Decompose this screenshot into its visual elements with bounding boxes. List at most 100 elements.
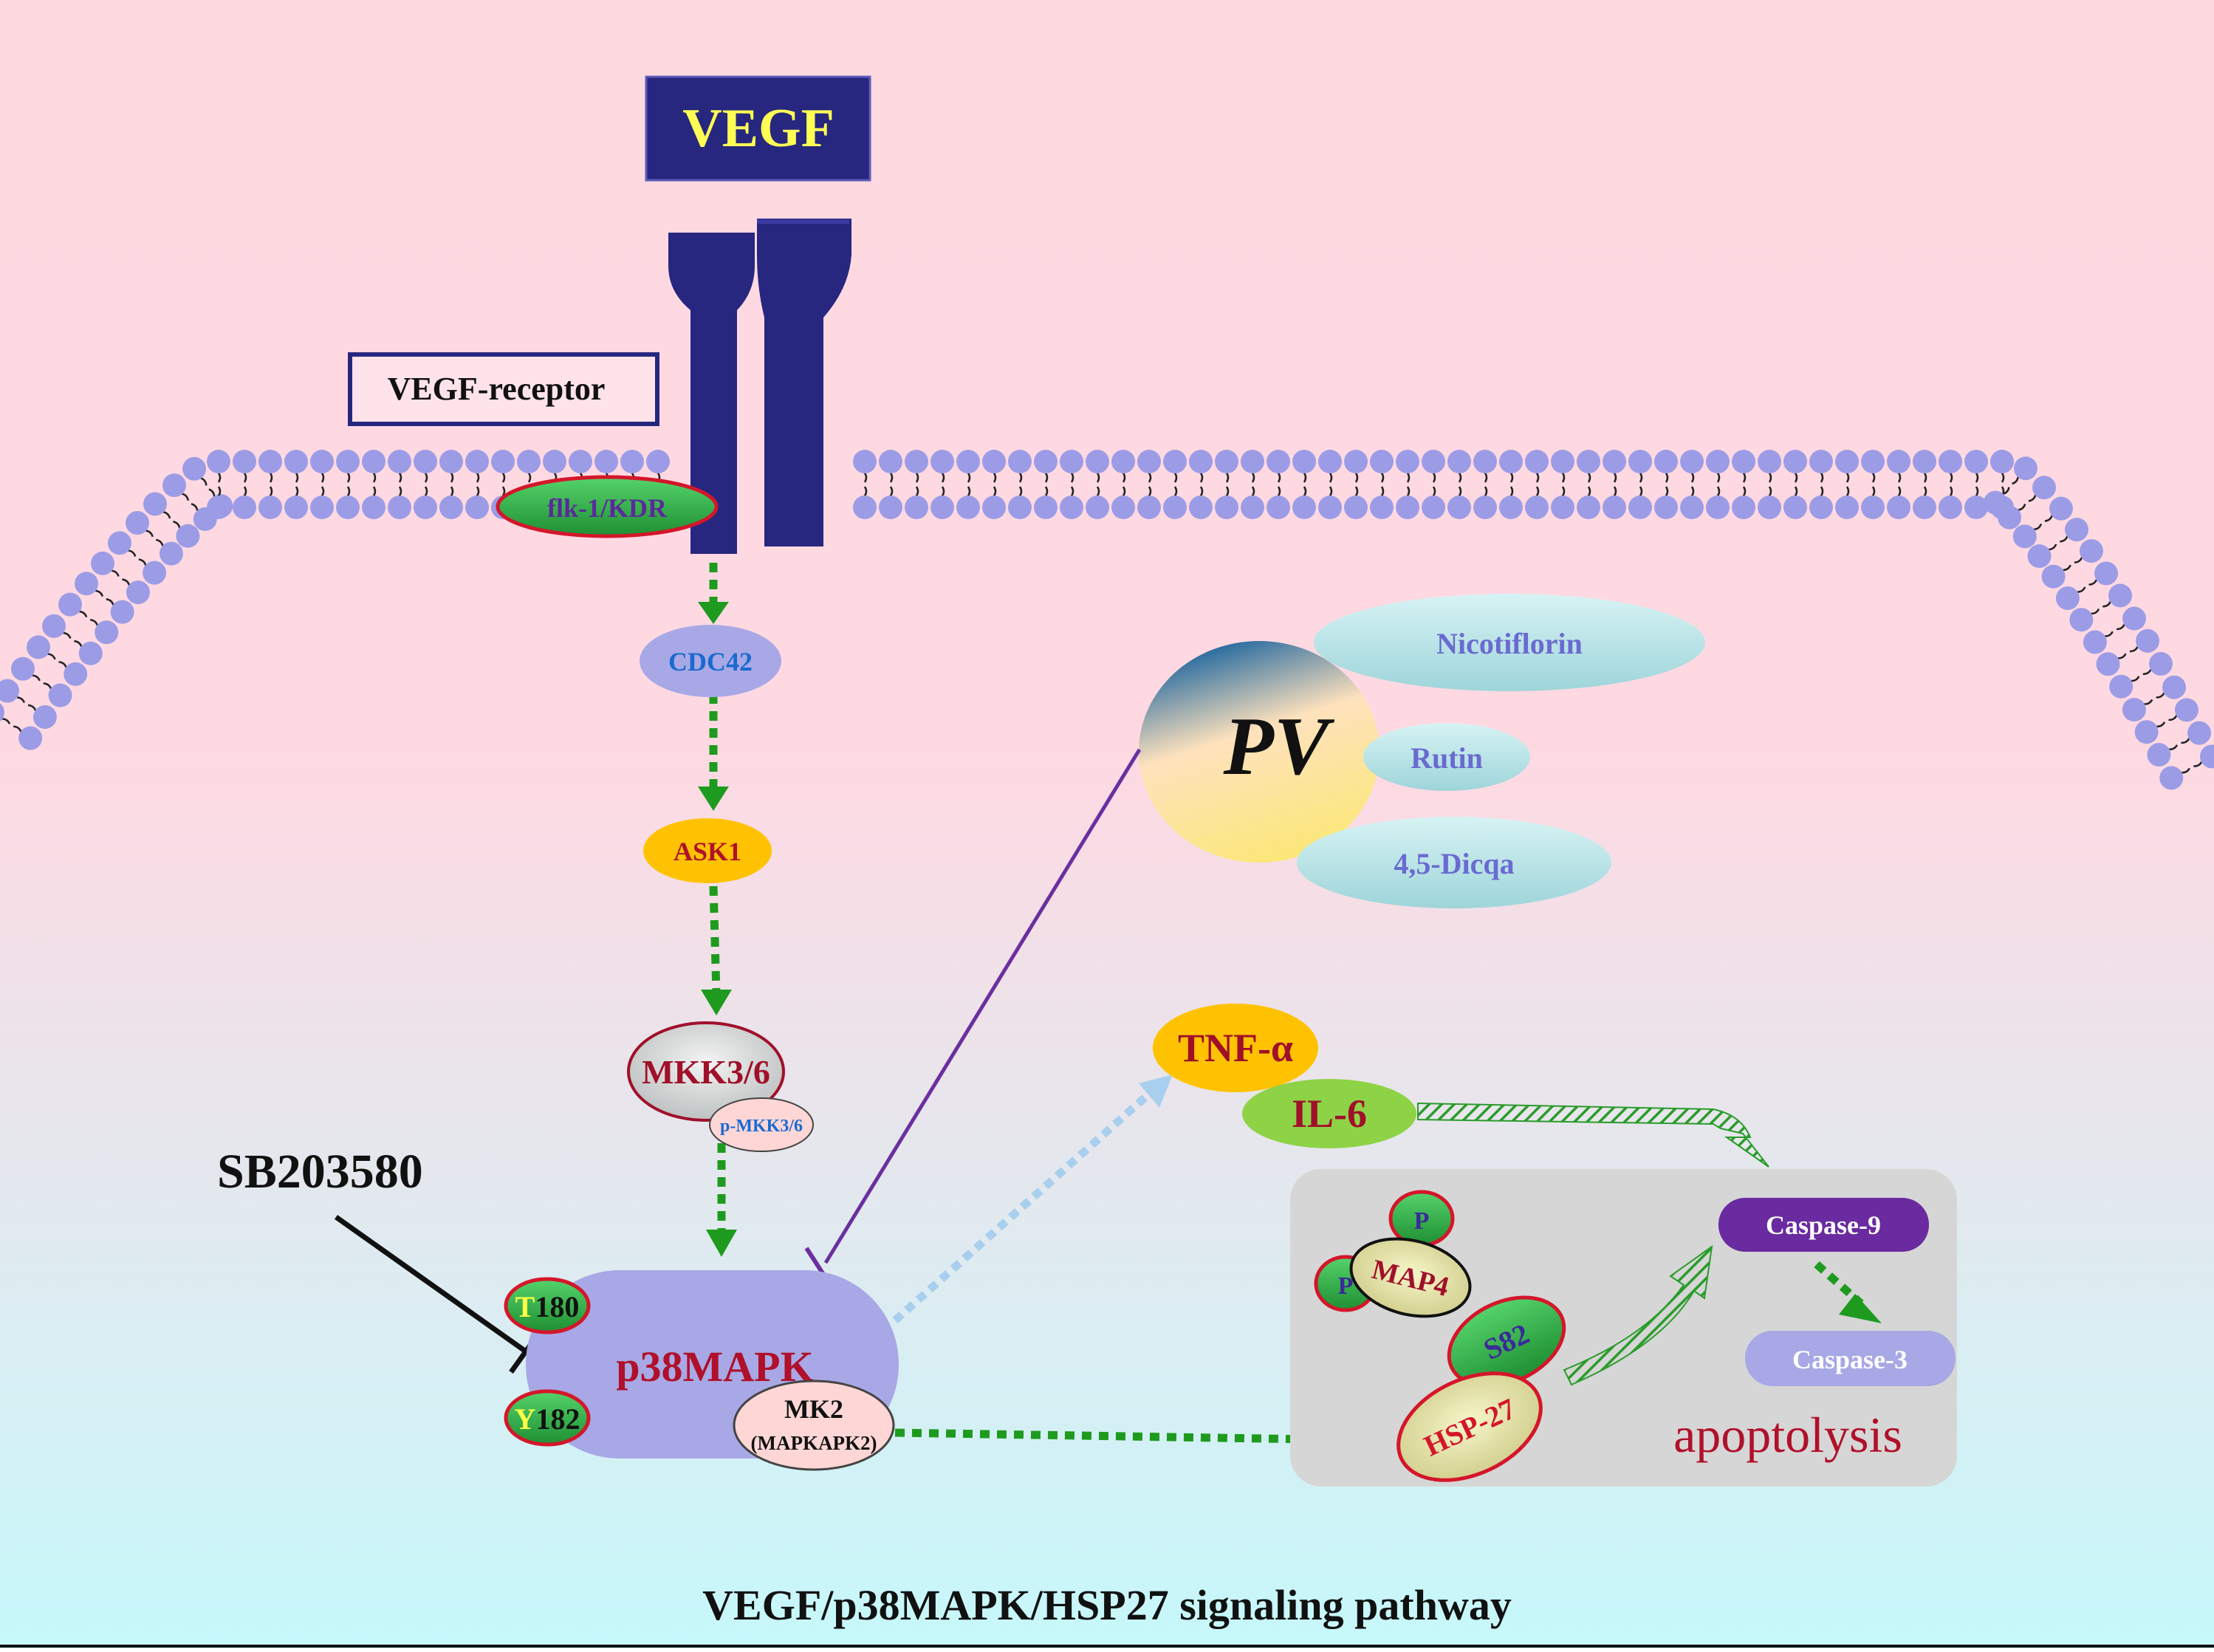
lipid-head: [182, 456, 206, 481]
lipid-head: [362, 450, 385, 473]
vegf-label: VEGF: [682, 98, 834, 159]
lipid-head: [2014, 456, 2038, 481]
ask1-node: ASK1: [643, 818, 772, 883]
lipid-head: [336, 496, 360, 519]
lipid-head: [879, 450, 902, 473]
lipid-head: [162, 473, 186, 498]
lipid-head: [310, 496, 334, 519]
lipid-head: [1189, 496, 1213, 519]
mk2-fullname: (MAPKAPK2): [751, 1432, 877, 1454]
lipid-head: [2122, 697, 2146, 722]
lipid-head: [1939, 496, 1962, 519]
lipid-head: [18, 726, 43, 750]
lipid-head: [1473, 496, 1497, 519]
lipid-head: [1861, 496, 1885, 519]
lipid-head: [491, 450, 515, 473]
lipid-head: [143, 492, 167, 516]
nicotiflorin-node: [1314, 594, 1705, 691]
lipid-head: [853, 496, 877, 519]
lipid-head: [0, 703, 4, 722]
cascade-arrowheads: [698, 602, 737, 1257]
lipid-head: [2094, 561, 2118, 586]
lipid-head: [1913, 496, 1936, 519]
mk2-node: MK2 (MAPKAPK2): [733, 1379, 895, 1471]
svg-text:T180: T180: [515, 1290, 580, 1323]
sb203580-inhibitor: SB203580: [217, 1145, 543, 1374]
lipid-head: [1111, 450, 1135, 473]
lipid-head: [2134, 720, 2159, 744]
lipid-head: [42, 614, 66, 638]
cdc42-node: CDC42: [640, 625, 781, 697]
lipid-head: [2065, 518, 2088, 542]
nicotiflorin-label: Nicotiflorin: [1436, 627, 1583, 660]
p38mapk-label: p38MAPK: [616, 1343, 813, 1391]
phospho-p-top-label: P: [1414, 1207, 1430, 1235]
lipid-head: [1680, 450, 1704, 473]
lipid-head: [1525, 450, 1549, 473]
rutin-label: Rutin: [1411, 741, 1483, 775]
lipid-head: [32, 705, 57, 729]
lipid-head: [11, 657, 35, 681]
caspase9-node: Caspase-9: [1718, 1198, 1929, 1252]
lipid-head: [905, 450, 928, 473]
lipid-head: [1983, 490, 2007, 515]
lipid-head: [1990, 450, 2014, 473]
lipid-head: [1008, 450, 1032, 473]
lipid-head: [2109, 674, 2134, 699]
lipid-head: [75, 572, 98, 596]
lipid-head: [143, 561, 167, 585]
lipid-head: [439, 450, 463, 473]
lipid-head: [1137, 450, 1161, 473]
lipid-head: [931, 450, 954, 473]
vegf-receptor-label-box: VEGF-receptor: [348, 352, 659, 426]
lipid-head: [58, 592, 82, 617]
lipid-head: [569, 450, 592, 473]
lipid-head: [1318, 450, 1342, 473]
t180-site: T180: [504, 1277, 591, 1334]
lipid-head: [2159, 766, 2184, 790]
caspase9-label: Caspase-9: [1766, 1210, 1881, 1240]
figure-caption: VEGF/p38MAPK/HSP27 signaling pathway: [702, 1581, 1512, 1629]
lipid-head: [95, 620, 119, 645]
lipid-head: [91, 551, 114, 575]
lipid-head: [1706, 450, 1730, 473]
lipid-head: [1628, 450, 1652, 473]
tnf-alpha-label: TNF-α: [1178, 1026, 1293, 1070]
hsp27-to-caspase9-arrow: [1563, 1244, 1713, 1386]
lipid-head: [1034, 496, 1058, 519]
caspase9-to-caspase3-arrow: [1814, 1261, 1882, 1323]
lipid-head: [159, 541, 183, 566]
lipid-head: [1964, 450, 1988, 473]
lipid-head: [2055, 586, 2080, 611]
lipid-head: [2122, 606, 2146, 631]
vegf-ligand: VEGF: [645, 75, 871, 182]
lipid-head: [2080, 539, 2103, 563]
lipid-head: [1422, 496, 1445, 519]
lipid-head: [2096, 652, 2120, 676]
il6-node: IL-6: [1242, 1079, 1416, 1148]
lipid-head: [439, 496, 463, 519]
dicqa-label: 4,5-Dicqa: [1394, 847, 1514, 880]
lipid-head: [956, 496, 980, 519]
lipid-head: [233, 496, 256, 519]
flk1-kdr-label: flk-1/KDR: [547, 493, 668, 523]
lipid-head: [1111, 496, 1135, 519]
lipid-head: [414, 450, 437, 473]
lipid-head: [310, 450, 334, 473]
t180-number: 180: [535, 1290, 579, 1323]
lipid-head: [1086, 450, 1109, 473]
lipid-head: [1998, 505, 2022, 529]
lipid-head: [517, 450, 541, 473]
lipid-head: [1034, 450, 1058, 473]
lipid-head: [233, 450, 256, 473]
lipid-head: [2108, 583, 2132, 608]
lipid-head: [126, 580, 150, 605]
lipid-head: [2187, 721, 2211, 745]
lipid-head: [1551, 496, 1574, 519]
lipid-head: [1241, 496, 1264, 519]
vegf-receptor-label: VEGF-receptor: [388, 371, 606, 407]
y182-number: 182: [535, 1402, 580, 1436]
lipid-head: [2149, 651, 2173, 676]
lipid-head: [1861, 450, 1885, 473]
